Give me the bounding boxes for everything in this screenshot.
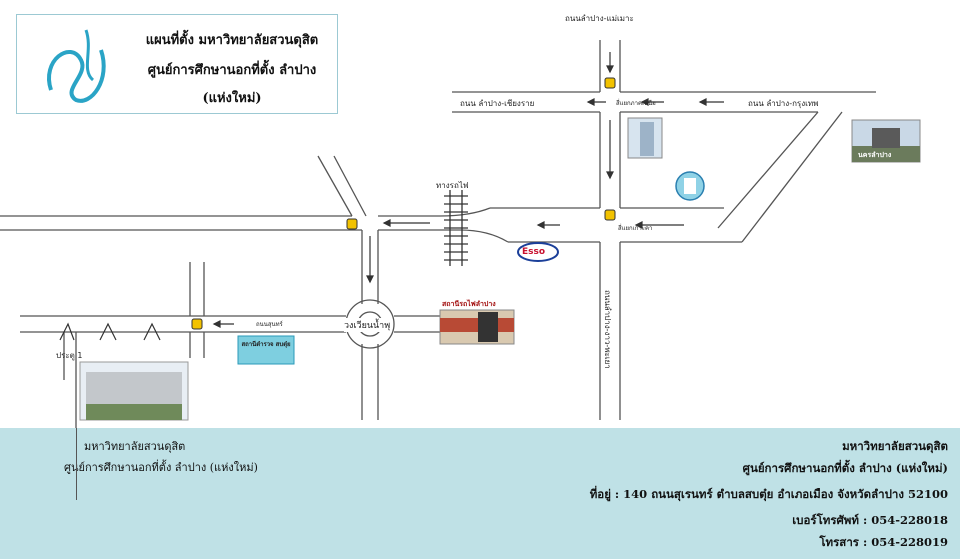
gate-label: ประตู 1 [56,351,83,360]
road-label-vertical: ถนนลำปาง-งาว-พะเยา [603,290,612,369]
title-box: แผนที่ตั้ง มหาวิทยาลัยสวนดุสิต ศูนย์การศ… [16,14,338,114]
road-label-bangkok: ถนน ลำปาง-กรุงเทพ [748,99,819,108]
roundabout-label: วงเวียนน้ำพุ [344,318,391,332]
campus-label-line2-overlay: ศูนย์การศึกษานอกที่ตั้ง ลำปาง (แห่งใหม่) [64,461,258,474]
junction-north-label: สี่แยกภาคเหนือ [616,100,656,107]
road-edge [741,111,843,243]
building-image [627,117,663,159]
road-label-north: ถนนลำปาง-แม่เมาะ [565,14,634,23]
campus-pointer-line [76,428,77,500]
university-logo [675,171,705,201]
map-title: แผนที่ตั้ง มหาวิทยาลัยสวนดุสิต [145,33,319,48]
train-station-label: สถานีรถไฟลำปาง [442,300,496,308]
road-edge [378,207,491,217]
esso-label: Esso [522,247,546,257]
city-sign-image [851,119,921,163]
map-subtitle: ศูนย์การศึกษานอกที่ตั้ง ลำปาง [147,63,317,78]
direction-arrows [212,52,724,328]
train-station-image [439,309,515,345]
footer-address: ที่อยู่ : 140 ถนนสุเรนทร์ ตำบลสบตุ๋ย อำเ… [589,487,948,501]
traffic-light-icon [191,77,616,330]
railway-label: ทางรถไฟ [436,181,469,190]
road-edge [378,229,509,243]
road-edge [717,111,819,229]
junction-mid-label: สี่แยกเกาะคา [618,225,653,232]
footer-fax: โทรสาร : 054-228019 [819,535,948,549]
road-label-sunthorn: ถนนสุนทร์ [256,321,283,328]
city-sign-label: นครลำปาง [858,151,892,159]
road-label-chiangrai: ถนน ลำปาง-เชียงราย [460,99,535,108]
road-edge [317,155,353,217]
police-box [237,335,295,365]
footer-university: มหาวิทยาลัยสวนดุสิต [842,439,948,453]
road-edge [333,155,367,217]
esso-logo [517,242,559,262]
footer-center: ศูนย์การศึกษานอกที่ตั้ง ลำปาง (แห่งใหม่) [742,461,948,475]
map-subtitle-note: (แห่งใหม่) [202,91,262,106]
u-turn-mark [143,322,161,341]
campus-image [79,361,189,421]
university-emblem-icon [47,29,106,103]
police-label: สถานีตำรวจ สบตุ๋ย [241,341,291,348]
footer-panel: มหาวิทยาลัยสวนดุสิต ศูนย์การศึกษานอกที่ต… [0,428,960,559]
u-turn-mark [59,322,75,341]
railway [444,190,468,266]
footer-phone: เบอร์โทรศัพท์ : 054-228018 [792,513,948,527]
campus-label-line1-overlay: มหาวิทยาลัยสวนดุสิต [84,440,186,453]
u-turn-mark [99,322,117,341]
